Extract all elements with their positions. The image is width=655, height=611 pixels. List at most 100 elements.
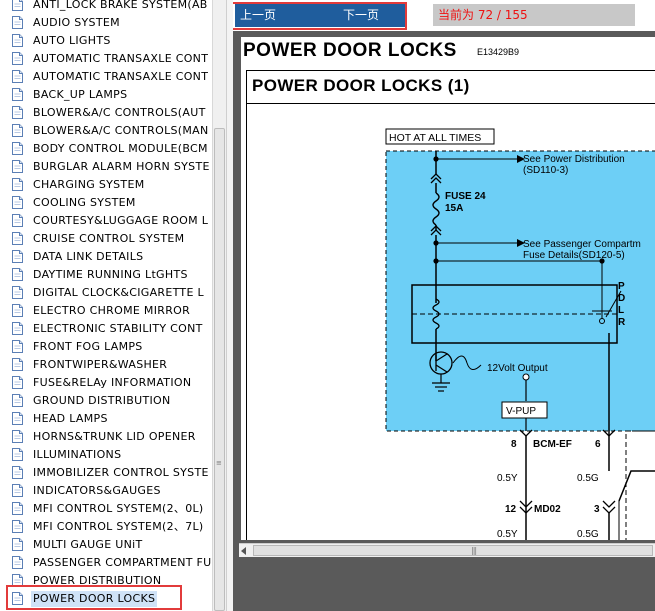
document-title: POWER DOOR LOCKS bbox=[243, 40, 457, 61]
tree-item[interactable]: FUSE&RELAy INFORMATION bbox=[0, 374, 212, 392]
tree-item[interactable]: DIGITAL CLOCK&CIGARETTE L bbox=[0, 284, 212, 302]
nav-button-group bbox=[235, 3, 405, 27]
tree-item-label: HEAD LAMPS bbox=[33, 412, 108, 425]
tree-item-label: ELECTRO CHROME MIRROR bbox=[33, 304, 191, 317]
tree-item-label: ELECTRONIC STABILITY CONT bbox=[33, 322, 203, 335]
navigation-bar: 上一页 下一页 当前为 72 / 155 bbox=[233, 0, 655, 31]
tree-item[interactable]: DAYTIME RUNNING LtGHTS bbox=[0, 266, 212, 284]
tree-vertical-scrollbar[interactable]: ≡ bbox=[212, 0, 226, 611]
tree-item[interactable]: COOLING SYSTEM bbox=[0, 194, 212, 212]
tree-item[interactable]: CRUISE CONTROL SYSTEM bbox=[0, 230, 212, 248]
document-icon bbox=[12, 484, 23, 497]
tree-item[interactable]: AUTO LIGHTS bbox=[0, 32, 212, 50]
tree-item[interactable]: MFI CONTROL SYSTEM(2、0L) bbox=[0, 500, 212, 518]
horizontal-scrollbar[interactable]: ||| bbox=[239, 543, 655, 557]
document-icon bbox=[12, 34, 23, 47]
tree-item[interactable]: ELECTRONIC STABILITY CONT bbox=[0, 320, 212, 338]
tree-item-label: DAYTIME RUNNING LtGHTS bbox=[33, 268, 188, 281]
tree-item[interactable]: BURGLAR ALARM HORN SYSTE bbox=[0, 158, 212, 176]
tree-item[interactable]: POWER DOOR LOCKS bbox=[0, 590, 212, 608]
tree-item[interactable]: ILLUMINATIONS bbox=[0, 446, 212, 464]
tree-item-label: CRUISE CONTROL SYSTEM bbox=[33, 232, 185, 245]
tree-item[interactable]: MULTI GAUGE UNiT bbox=[0, 536, 212, 554]
tree-item[interactable]: FRONT FOG LAMPS bbox=[0, 338, 212, 356]
see-passenger-text-1: See Passenger Compartm bbox=[523, 239, 641, 250]
document-icon bbox=[12, 142, 23, 155]
module-pin-l: L bbox=[618, 305, 624, 316]
tree-item[interactable]: ANTI_LOCK BRAKE SYSTEM(AB bbox=[0, 0, 212, 14]
tree-item[interactable]: INDICATORS&GAUGES bbox=[0, 482, 212, 500]
tree-item-label: GROUND DISTRIBUTION bbox=[33, 394, 171, 407]
tree-item[interactable]: PASSENGER COMPARTMENT FU bbox=[0, 554, 212, 572]
tree-item-label: BLOWER&A/C CONTROLS(MAN bbox=[33, 124, 209, 137]
document-page: POWER DOOR LOCKS E13429B9 POWER DOOR LOC… bbox=[241, 37, 655, 540]
selected-item-highlight-box bbox=[6, 585, 182, 610]
scroll-left-arrow-icon[interactable] bbox=[241, 547, 246, 555]
tree-item[interactable]: FRONTWIPER&WASHER bbox=[0, 356, 212, 374]
tree-item[interactable]: AUTOMATIC TRANSAXLE CONT bbox=[0, 50, 212, 68]
pin-3: 3 bbox=[594, 504, 600, 515]
pin-6: 6 bbox=[595, 439, 601, 450]
scrollbar-grip-icon: ≡ bbox=[216, 459, 222, 467]
tree-item[interactable]: BODY CONTROL MODULE(BCM bbox=[0, 140, 212, 158]
tree-item-label: AUDIO SYSTEM bbox=[33, 16, 120, 29]
document-icon bbox=[12, 430, 23, 443]
diagram-title-rule bbox=[247, 103, 655, 104]
pane-splitter[interactable] bbox=[226, 0, 233, 611]
tree-item-label: PASSENGER COMPARTMENT FU bbox=[33, 556, 212, 569]
tree-item-label: BURGLAR ALARM HORN SYSTE bbox=[33, 160, 210, 173]
pin-8: 8 bbox=[511, 439, 517, 450]
tree-scrollbar-thumb[interactable] bbox=[214, 128, 225, 611]
wire-color-05g-a: 0.5G bbox=[577, 473, 599, 484]
tree-item-label: ILLUMINATIONS bbox=[33, 448, 122, 461]
output-label: 12Volt Output bbox=[487, 363, 548, 374]
tree-item[interactable]: MFI CONTROL SYSTEM(2、7L) bbox=[0, 518, 212, 536]
fuse-label: FUSE 24 bbox=[445, 191, 486, 202]
tree-item-label: AUTOMATIC TRANSAXLE CONT bbox=[33, 52, 209, 65]
hot-label: HOT AT ALL TIMES bbox=[389, 132, 481, 144]
tree-item-label: COURTESY&LUGGAGE ROOM L bbox=[33, 214, 209, 227]
tree-item[interactable]: COURTESY&LUGGAGE ROOM L bbox=[0, 212, 212, 230]
document-icon bbox=[12, 178, 23, 191]
tree-item[interactable]: AUTOMATIC TRANSAXLE CONT bbox=[0, 68, 212, 86]
tree-item-label: INDICATORS&GAUGES bbox=[33, 484, 161, 497]
diagram-title: POWER DOOR LOCKS (1) bbox=[252, 76, 470, 95]
tree-item[interactable]: CHARGING SYSTEM bbox=[0, 176, 212, 194]
document-icon bbox=[12, 106, 23, 119]
document-icon bbox=[12, 574, 23, 587]
tree-item-label: DIGITAL CLOCK&CIGARETTE L bbox=[33, 286, 204, 299]
tree-item-label: FRONTWIPER&WASHER bbox=[33, 358, 168, 371]
tree-item[interactable]: BACK_UP LAMPS bbox=[0, 86, 212, 104]
document-icon bbox=[12, 70, 23, 83]
prev-page-button[interactable]: 上一页 bbox=[240, 8, 277, 22]
tree-item[interactable]: BLOWER&A/C CONTROLS(AUT bbox=[0, 104, 212, 122]
tree-item[interactable]: GROUND DISTRIBUTION bbox=[0, 392, 212, 410]
tree-item-label: FRONT FOG LAMPS bbox=[33, 340, 143, 353]
document-icon bbox=[12, 340, 23, 353]
document-icon bbox=[12, 556, 23, 569]
wire-color-05y-a: 0.5Y bbox=[497, 473, 518, 484]
tree-item-label: CHARGING SYSTEM bbox=[33, 178, 145, 191]
horizontal-scrollbar-thumb[interactable]: ||| bbox=[253, 545, 653, 556]
nav-highlight-box bbox=[233, 2, 407, 30]
next-page-button[interactable]: 下一页 bbox=[343, 8, 380, 22]
tree-item[interactable]: POWER DISTRIBUTION bbox=[0, 572, 212, 590]
tree-item[interactable]: HORNS&TRUNK LID OPENER bbox=[0, 428, 212, 446]
tree-item-label: AUTO LIGHTS bbox=[33, 34, 111, 47]
document-icon bbox=[12, 286, 23, 299]
document-icon bbox=[12, 592, 23, 605]
see-power-text-2: (SD110-3) bbox=[523, 165, 568, 176]
document-icon bbox=[12, 16, 23, 29]
tree-item[interactable]: IMMOBILIZER CONTROL SYSTE bbox=[0, 464, 212, 482]
tree-item[interactable]: ELECTRO CHROME MIRROR bbox=[0, 302, 212, 320]
document-icon bbox=[12, 538, 23, 551]
document-icon bbox=[12, 520, 23, 533]
tree-item[interactable]: HEAD LAMPS bbox=[0, 410, 212, 428]
document-icon bbox=[12, 304, 23, 317]
tree-item[interactable]: AUDIO SYSTEM bbox=[0, 14, 212, 32]
viewport-background bbox=[233, 557, 655, 611]
tree-item[interactable]: DATA LINK DETAILS bbox=[0, 248, 212, 266]
tree-item-label: HORNS&TRUNK LID OPENER bbox=[33, 430, 196, 443]
tree-item[interactable]: BLOWER&A/C CONTROLS(MAN bbox=[0, 122, 212, 140]
wiring-diagram: HOT AT ALL TIMES See Power Distribution … bbox=[385, 128, 655, 540]
